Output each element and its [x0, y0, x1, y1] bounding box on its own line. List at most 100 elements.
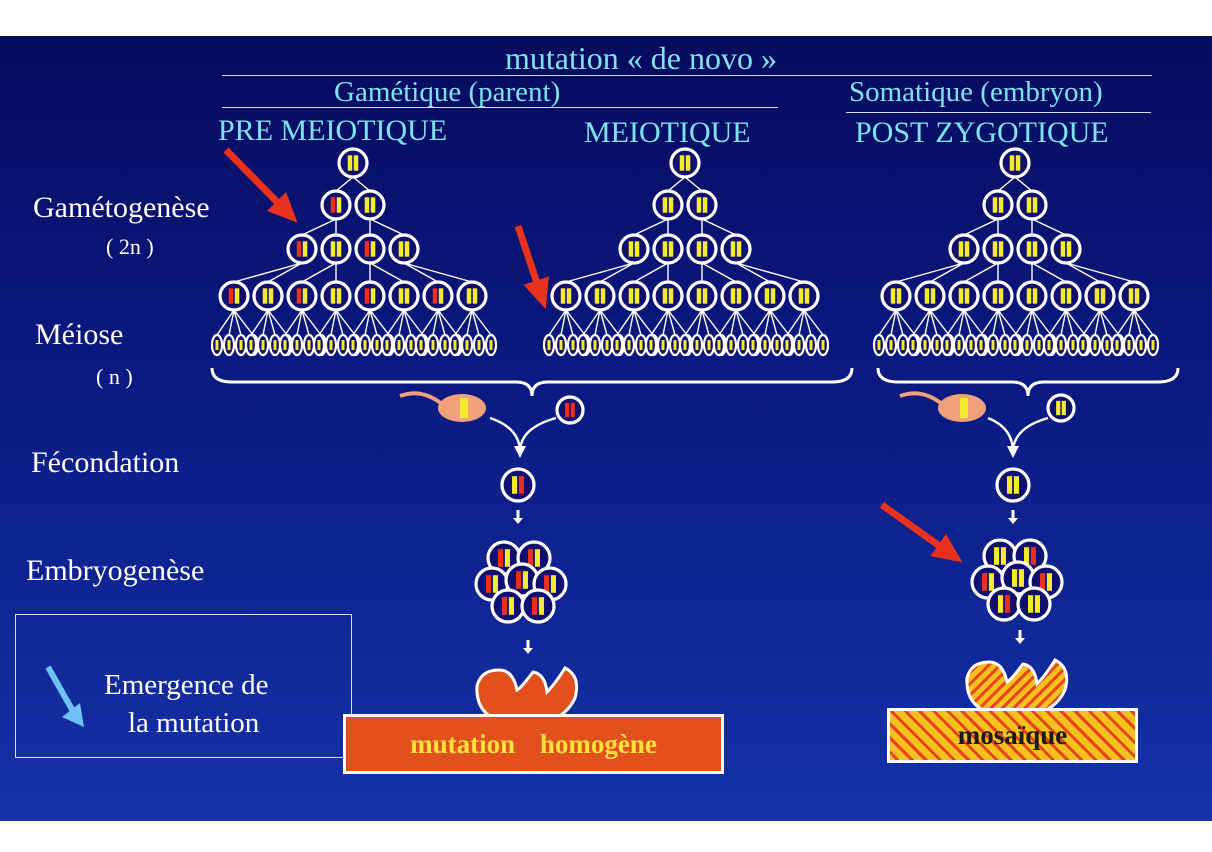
lineage-line — [471, 309, 480, 336]
lineage-line — [1082, 309, 1101, 336]
chromosome — [1027, 595, 1034, 613]
chromosome — [695, 340, 699, 350]
lineage-line — [548, 309, 567, 336]
germ-cell — [982, 280, 1014, 312]
chromosome — [673, 340, 677, 350]
lineage-line — [958, 309, 965, 336]
meiotic-label: MEIOTIQUE — [584, 116, 751, 149]
chromosome — [741, 340, 745, 350]
lineage-line — [786, 309, 805, 336]
chromosome — [924, 288, 930, 304]
lineage-line — [735, 309, 756, 336]
mutation-arrow-meiotic-head — [523, 276, 549, 310]
chromosome — [809, 340, 813, 350]
lineage-line — [616, 309, 635, 336]
lineage-line — [1065, 309, 1074, 336]
cell-membrane — [982, 280, 1014, 312]
chromosome — [1060, 241, 1066, 257]
chromosome — [717, 340, 721, 350]
chromosome — [492, 575, 499, 593]
germ-cell — [354, 233, 386, 265]
germ-cell — [388, 233, 420, 265]
lineage-line — [369, 309, 390, 336]
egg-cell — [1046, 393, 1076, 423]
lineage-line — [233, 309, 242, 336]
lineage-line — [318, 309, 337, 336]
egg-cell — [555, 395, 585, 425]
chromosome — [273, 340, 277, 350]
lineage-line — [369, 309, 378, 336]
lineage-line — [420, 309, 439, 336]
chromosome — [945, 340, 949, 350]
sperm-tail — [399, 391, 444, 406]
zygote — [500, 467, 536, 503]
chromosome — [538, 597, 545, 615]
chromosome — [594, 288, 600, 304]
cell-membrane — [286, 280, 318, 312]
chromosome — [1081, 340, 1085, 350]
chromosome — [1013, 340, 1017, 350]
germ-cell — [982, 189, 1014, 221]
chromosome — [1018, 569, 1025, 587]
lineage-line — [633, 309, 654, 336]
somatic-brace — [876, 367, 1180, 397]
germ-cell — [720, 280, 752, 312]
chromosome — [515, 571, 522, 589]
chromosome — [307, 340, 311, 350]
lineage-line — [565, 309, 574, 336]
lineage-line — [267, 309, 288, 336]
germ-cell — [1016, 233, 1048, 265]
lineage-line — [565, 309, 586, 336]
chromosome — [547, 340, 551, 350]
cell-membrane — [669, 147, 701, 179]
lineage-line — [730, 309, 737, 336]
germ-cell — [686, 233, 718, 265]
chromosome — [775, 340, 779, 350]
lineage-line — [594, 309, 601, 336]
chromosome — [1127, 340, 1131, 350]
germ-cell — [914, 280, 946, 312]
lineage-line — [1060, 309, 1067, 336]
cell-membrane — [1118, 280, 1150, 312]
lineage-line — [301, 309, 322, 336]
lineage-line — [335, 309, 356, 336]
germ-cell — [388, 280, 420, 312]
cell-membrane — [354, 280, 386, 312]
chromosome — [261, 340, 265, 350]
lineage-line — [398, 309, 405, 336]
chromosome — [330, 241, 336, 257]
germ-cell — [1050, 233, 1082, 265]
chromosome — [336, 288, 342, 304]
lineage-line — [1065, 262, 1135, 283]
lineage-line — [735, 262, 805, 283]
lineage-line — [233, 262, 303, 283]
lineage-line — [386, 309, 405, 336]
chromosome — [283, 340, 287, 350]
cell-membrane — [1016, 586, 1052, 622]
outcome-mosaic: mosaïque — [887, 708, 1138, 763]
chromosome — [438, 288, 444, 304]
germ-cell — [1016, 280, 1048, 312]
chromosome — [696, 241, 702, 257]
gametic-underline — [222, 107, 778, 108]
cell-membrane — [982, 189, 1014, 221]
cell-membrane — [388, 233, 420, 265]
chromosome — [930, 288, 936, 304]
chromosome — [501, 597, 508, 615]
lineage-line — [1031, 309, 1040, 336]
chromosome — [889, 340, 893, 350]
chromosome — [419, 340, 423, 350]
germ-cell — [320, 189, 352, 221]
chromosome — [998, 288, 1004, 304]
chromosome — [550, 575, 557, 593]
chromosome — [228, 288, 234, 304]
cell-membrane — [1084, 280, 1116, 312]
chromosome — [877, 340, 881, 350]
somatic-underline — [846, 112, 1151, 113]
outcome-homogeneous: mutation homogène — [343, 714, 724, 774]
lineage-line — [1094, 309, 1101, 336]
lineage-line — [735, 309, 744, 336]
chromosome — [341, 340, 345, 350]
lineage-line — [352, 309, 371, 336]
lineage-line — [364, 309, 371, 336]
